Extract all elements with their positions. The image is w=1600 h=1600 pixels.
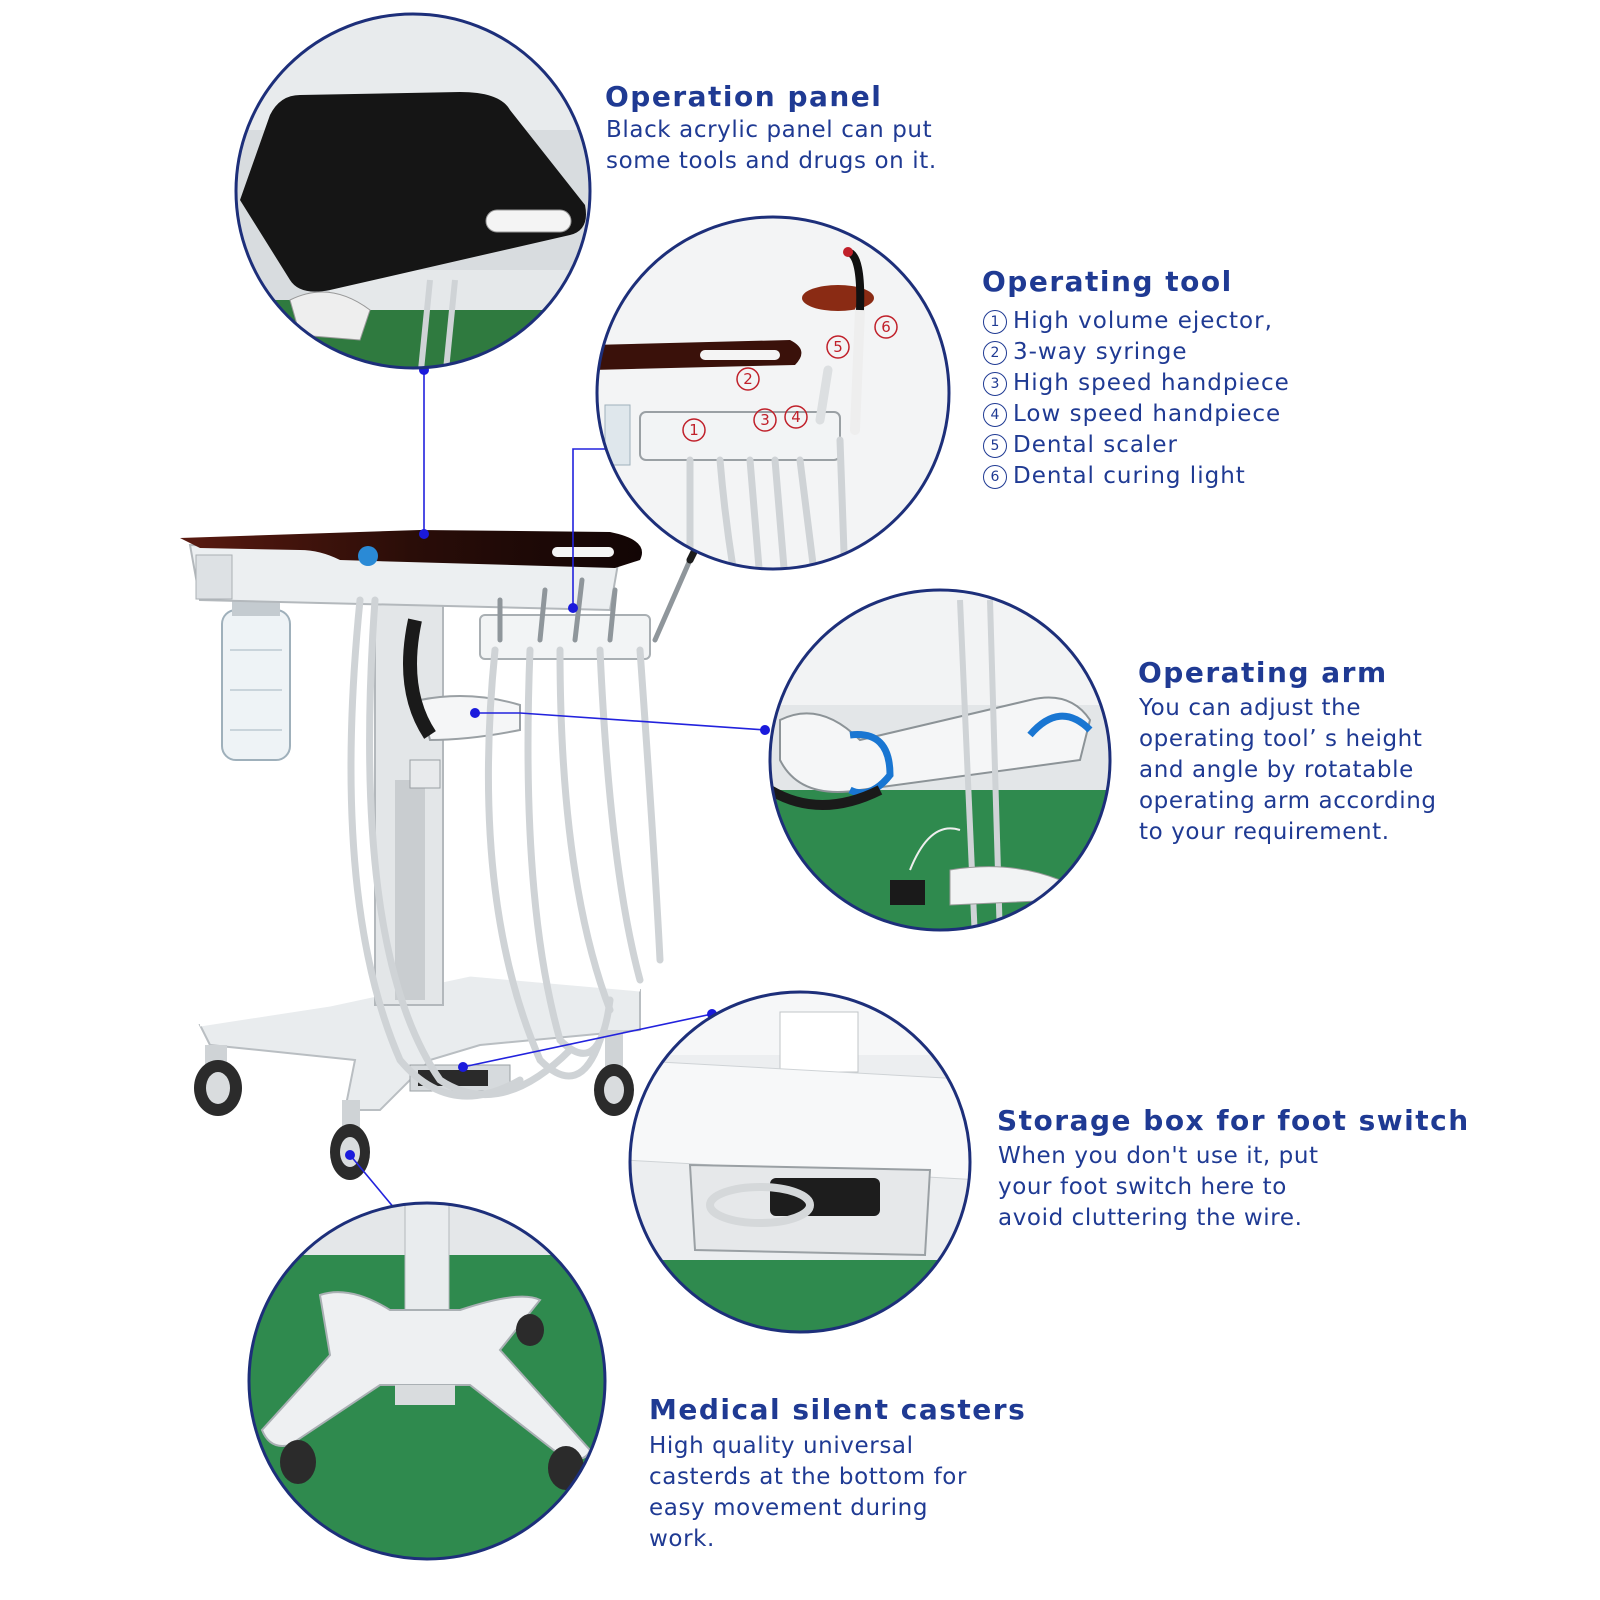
detail-circle-storage-box xyxy=(628,990,972,1334)
dental-trolley xyxy=(180,496,724,1180)
item-label: Low speed handpiece xyxy=(1013,401,1282,427)
operating-arm-description: You can adjust the operating tool’ s hei… xyxy=(1139,693,1437,848)
item-number: 2 xyxy=(983,341,1007,365)
casters-title: Medical silent casters xyxy=(649,1393,1027,1426)
svg-text:6: 6 xyxy=(881,318,891,336)
description-line: and angle by rotatable xyxy=(1139,757,1414,783)
item-number: 6 xyxy=(983,465,1007,489)
operating-arm-title: Operating arm xyxy=(1138,656,1388,689)
description-line: casterds at the bottom for xyxy=(649,1464,968,1490)
description-line: High quality universal xyxy=(649,1433,914,1459)
item-label: High speed handpiece xyxy=(1013,370,1290,396)
tool-number-badges xyxy=(682,315,898,442)
tool-holder xyxy=(479,614,651,660)
description-line: You can adjust the xyxy=(1139,695,1362,721)
acrylic-top-panel xyxy=(180,530,642,568)
svg-text:1: 1 xyxy=(689,421,699,439)
operation-panel-description: Black acrylic panel can put some tools a… xyxy=(606,115,937,177)
water-bottle xyxy=(221,598,291,761)
item-label: 3-way syringe xyxy=(1013,339,1188,365)
svg-text:4: 4 xyxy=(791,408,801,426)
item-number: 1 xyxy=(983,310,1007,334)
svg-text:3: 3 xyxy=(760,411,770,429)
caster-left xyxy=(194,1045,242,1116)
item-number: 5 xyxy=(983,434,1007,458)
item-label: High volume ejector, xyxy=(1013,308,1273,334)
svg-text:2: 2 xyxy=(743,370,753,388)
description-line: operating arm according xyxy=(1139,788,1437,814)
detail-circle-operation-panel xyxy=(234,12,592,370)
caster-right xyxy=(594,1030,634,1116)
description-line: your foot switch here to xyxy=(998,1174,1287,1200)
item-label: Dental curing light xyxy=(1013,463,1246,489)
description-line: to your requirement. xyxy=(1139,819,1390,845)
detail-circle-casters xyxy=(247,1201,607,1561)
description-line: avoid cluttering the wire. xyxy=(998,1205,1303,1231)
casters-description: High quality universal casterds at the b… xyxy=(649,1431,967,1555)
description-line: easy movement during xyxy=(649,1495,929,1521)
operating-tool-title: Operating tool xyxy=(982,265,1233,298)
storage-box-title: Storage box for foot switch xyxy=(997,1104,1470,1137)
storage-box-description: When you don't use it, put your foot swi… xyxy=(998,1141,1319,1234)
svg-text:5: 5 xyxy=(833,338,843,356)
item-number: 4 xyxy=(983,403,1007,427)
operating-arm xyxy=(418,695,521,742)
detail-circle-operating-arm xyxy=(768,588,1112,932)
description-line: operating tool’ s height xyxy=(1139,726,1423,752)
leader-lines xyxy=(349,370,766,1228)
description-line: When you don't use it, put xyxy=(998,1143,1319,1169)
operation-panel-title: Operation panel xyxy=(605,80,883,113)
description-line: work. xyxy=(649,1526,715,1552)
detail-circle-operating-tool: 1 2 3 4 5 6 xyxy=(595,215,951,571)
item-number: 3 xyxy=(983,372,1007,396)
item-label: Dental scaler xyxy=(1013,432,1178,458)
caster-front xyxy=(330,1100,370,1180)
description-line: Black acrylic panel can put xyxy=(606,117,933,143)
description-line: some tools and drugs on it. xyxy=(606,148,937,174)
